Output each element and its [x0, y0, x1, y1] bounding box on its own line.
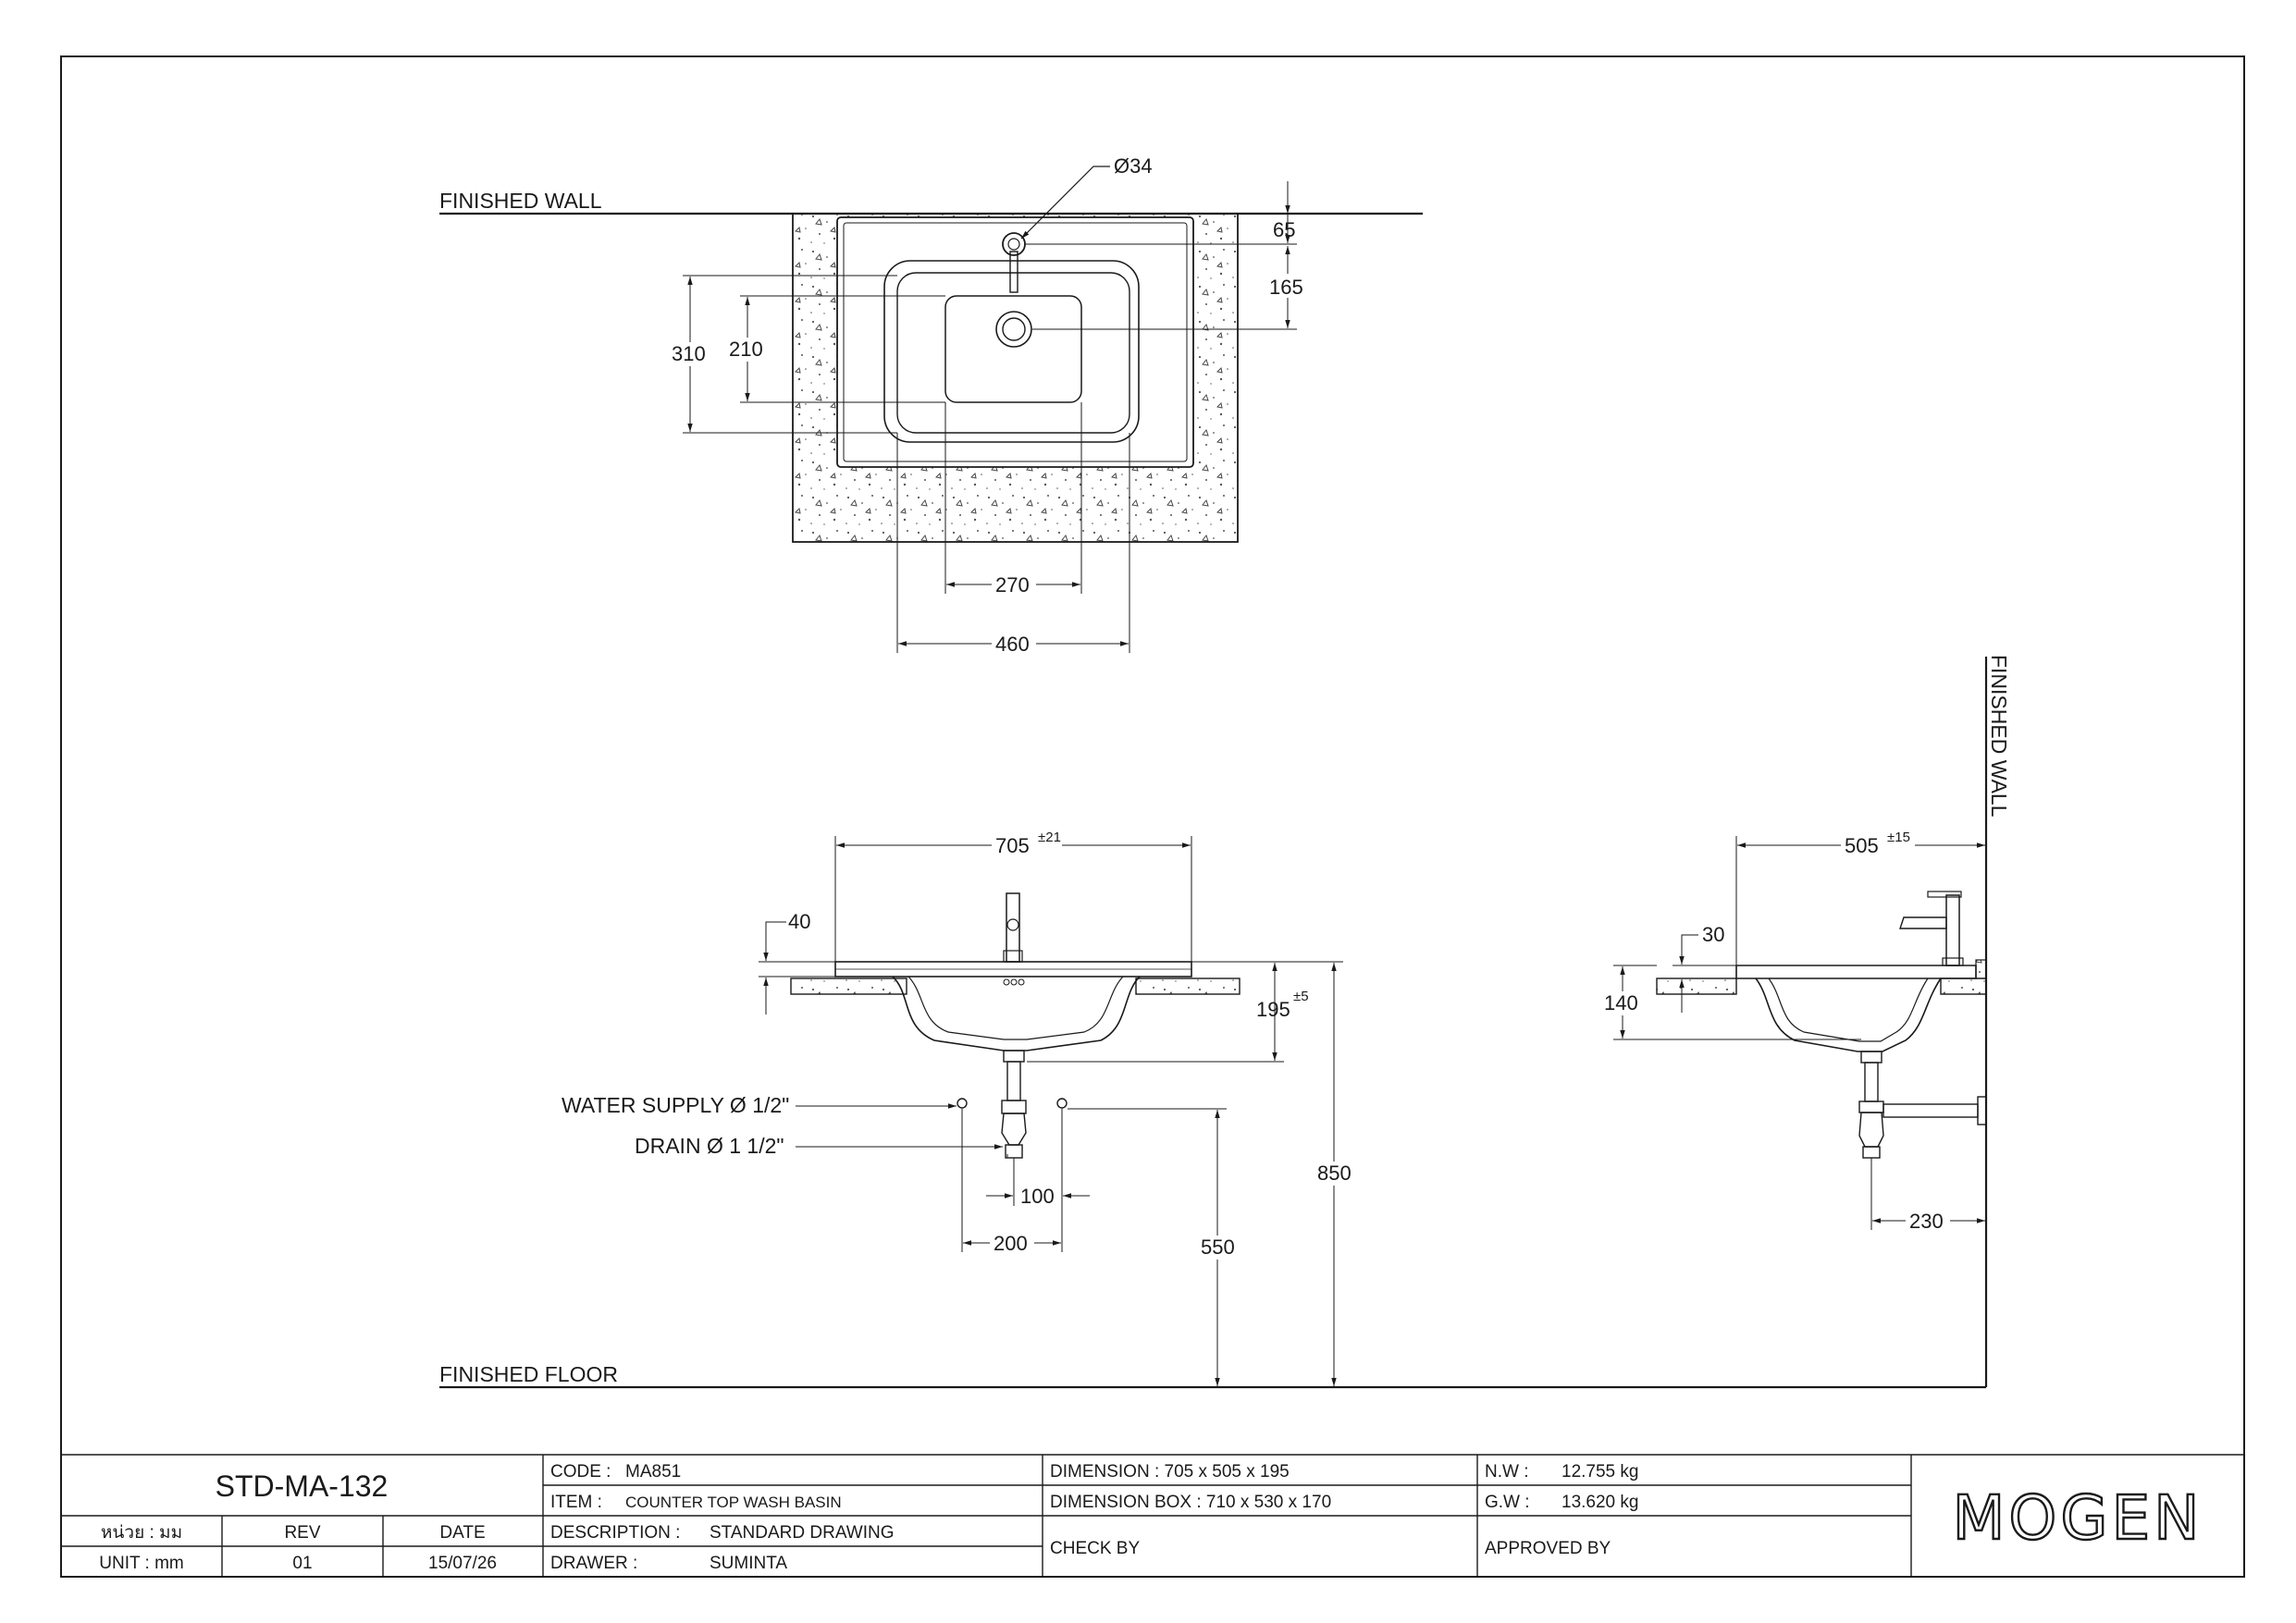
dim-165: 165 — [1269, 276, 1303, 299]
title-block: STD-MA-132 หน่วย : มม UNIT : mm REV 01 D… — [61, 1454, 2244, 1577]
net-weight-value: 12.755 kg — [1562, 1462, 1638, 1482]
drain-hole — [995, 311, 1032, 348]
drawer-value: SUMINTA — [710, 1554, 787, 1573]
water-supply-point-2 — [1056, 1098, 1068, 1109]
dim-310: 310 — [672, 342, 706, 365]
side-basin-rim — [1735, 965, 1977, 979]
rev-label: REV — [284, 1523, 320, 1543]
unit-english: UNIT : mm — [99, 1554, 183, 1573]
code-value: MA851 — [625, 1462, 681, 1482]
dim-100: 100 — [1020, 1185, 1055, 1208]
drawing-frame — [60, 55, 2245, 1578]
tol-705: ±21 — [1038, 830, 1061, 845]
bowl-outer — [883, 260, 1140, 443]
tol-195: ±5 — [1293, 989, 1309, 1004]
dim-460: 460 — [995, 633, 1030, 656]
doc-number: STD-MA-132 — [216, 1469, 389, 1503]
gross-weight-label: G.W : — [1485, 1493, 1530, 1512]
dim-140: 140 — [1604, 991, 1638, 1014]
dim-40: 40 — [788, 910, 810, 933]
side-faucet-body — [1945, 894, 1960, 966]
water-supply-label: WATER SUPPLY Ø 1/2" — [562, 1093, 789, 1117]
side-elevation: 505 ±15 30 140 230 — [1602, 830, 1987, 1233]
brand-logo: MOGEN — [1952, 1482, 2203, 1554]
drain-trap-front — [1001, 1050, 1027, 1159]
net-weight-label: N.W : — [1485, 1462, 1529, 1482]
drawer-label: DRAWER : — [550, 1554, 637, 1573]
rev-value: 01 — [292, 1554, 312, 1573]
counter-left — [790, 977, 907, 995]
description-value: STANDARD DRAWING — [710, 1523, 895, 1543]
dim-550: 550 — [1201, 1236, 1235, 1259]
dimension-text: DIMENSION : 705 x 505 x 195 — [1050, 1462, 1290, 1482]
check-by-label: CHECK BY — [1050, 1539, 1140, 1558]
finished-floor-label: FINISHED FLOOR — [439, 1362, 618, 1386]
finished-wall-label-side: FINISHED WALL — [1987, 655, 2011, 818]
finished-wall-label-top: FINISHED WALL — [439, 189, 602, 213]
dim-270: 270 — [995, 573, 1030, 596]
dim-210: 210 — [729, 338, 763, 361]
dim-850: 850 — [1317, 1162, 1352, 1185]
gross-weight-value: 13.620 kg — [1562, 1493, 1638, 1512]
dim-195: 195 — [1256, 998, 1290, 1021]
side-basin-bowl — [1755, 977, 1942, 1052]
item-label: ITEM : — [550, 1493, 602, 1512]
code-label: CODE : — [550, 1462, 611, 1482]
tol-505: ±15 — [1887, 830, 1910, 845]
side-drain-trap — [1858, 1051, 1987, 1159]
water-supply-point — [957, 1098, 968, 1109]
drain-label: DRAIN Ø 1 1/2" — [635, 1134, 784, 1158]
date-value: 15/07/26 — [428, 1554, 497, 1573]
item-value: COUNTER TOP WASH BASIN — [625, 1494, 842, 1511]
side-counter-right — [1940, 977, 1987, 995]
dim-65: 65 — [1273, 218, 1295, 241]
approved-by-label: APPROVED BY — [1485, 1539, 1611, 1558]
description-label: DESCRIPTION : — [550, 1523, 680, 1543]
dim-505: 505 — [1845, 834, 1879, 857]
dim-30: 30 — [1702, 923, 1724, 946]
date-label: DATE — [439, 1523, 485, 1543]
dim-705: 705 — [995, 834, 1030, 857]
front-elevation: WATER SUPPLY Ø 1/2" DRAIN Ø 1 1/2" 705 ±… — [562, 830, 1356, 1386]
side-wall-backsplash — [1975, 959, 1987, 979]
basin-outline — [836, 216, 1194, 468]
plan-view: FINISHED WALL Ø34 65 165 — [439, 154, 1423, 656]
dim-230: 230 — [1909, 1210, 1944, 1233]
dim-200: 200 — [994, 1232, 1028, 1255]
dimension-box-text: DIMENSION BOX : 710 x 530 x 170 — [1050, 1493, 1331, 1512]
side-counter-left — [1656, 977, 1737, 995]
bowl-inner — [944, 295, 1082, 403]
dim-hole-diameter: Ø34 — [1114, 154, 1153, 178]
unit-thai: หน่วย : มม — [101, 1523, 182, 1543]
counter-right — [1135, 977, 1241, 995]
